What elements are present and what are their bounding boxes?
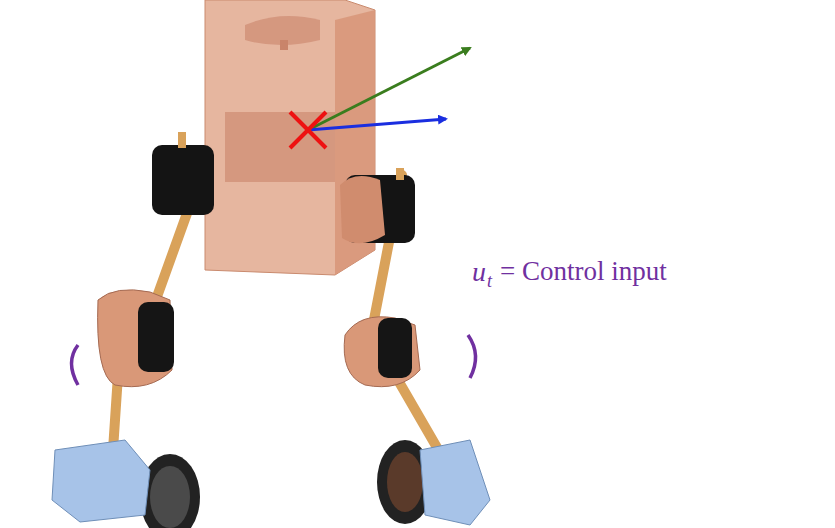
- math-subscript: t: [487, 272, 492, 290]
- body-frame: [290, 48, 470, 148]
- control-label: = Control input: [500, 258, 667, 285]
- math-variable: u: [472, 258, 486, 286]
- hip-motors: [152, 132, 415, 243]
- left-leg: [52, 205, 200, 528]
